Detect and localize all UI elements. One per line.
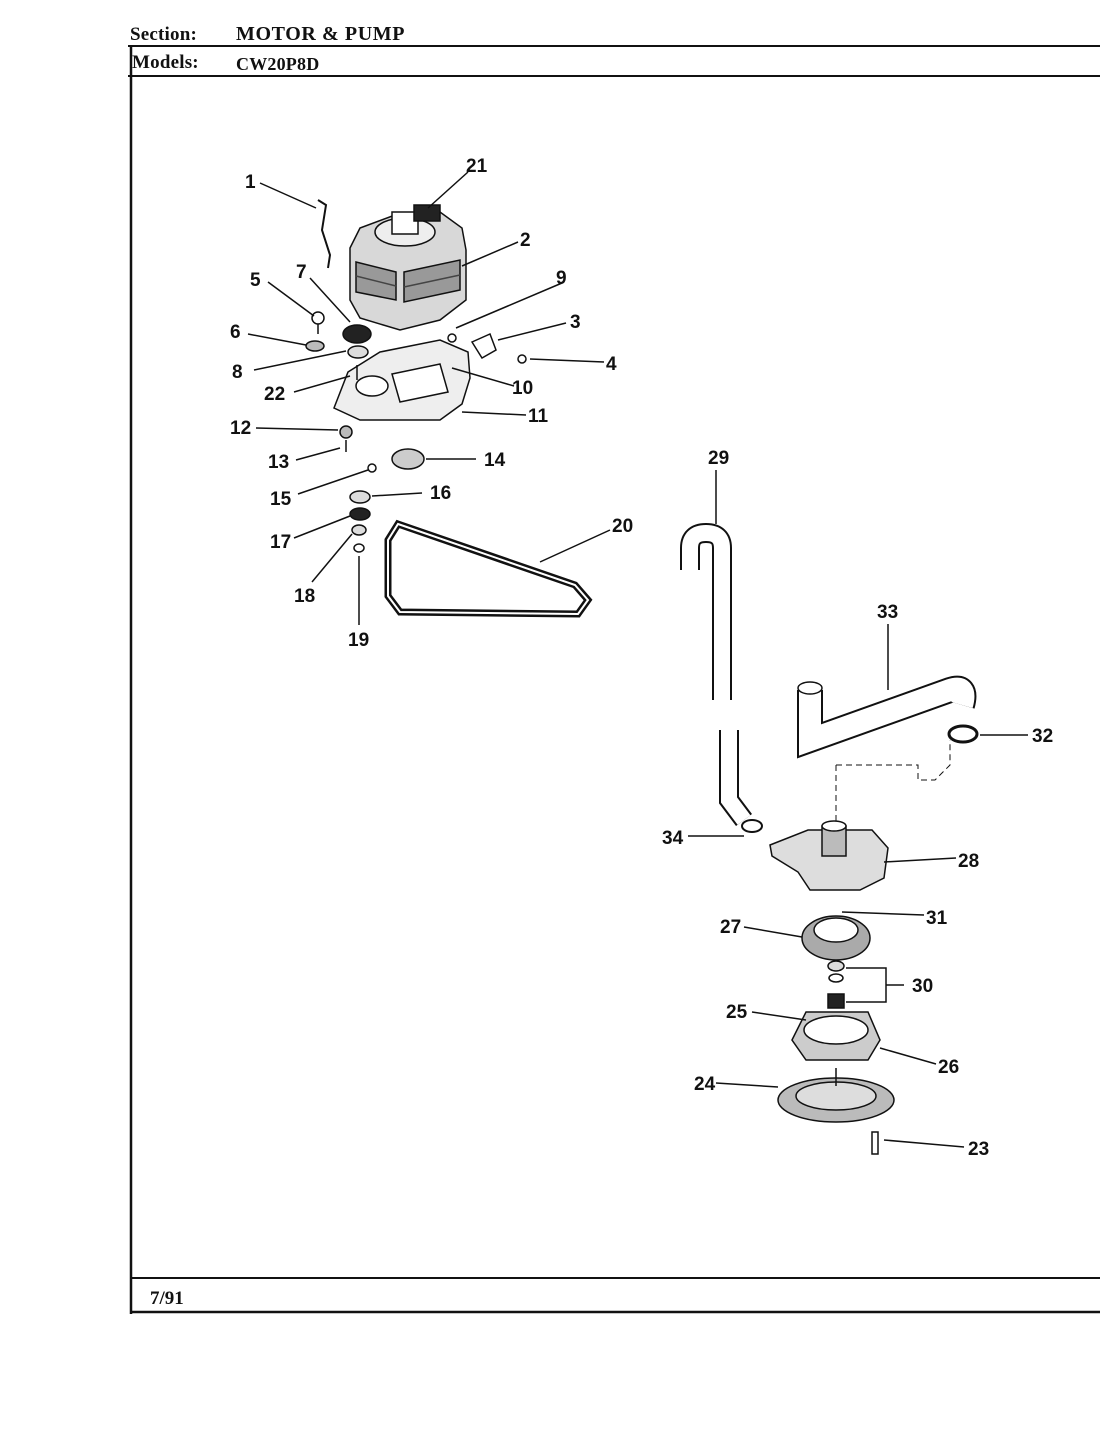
callout-24: 24 [694,1074,716,1095]
callout-20: 20 [612,516,633,537]
callout-32: 32 [1032,726,1053,747]
callout-5: 5 [250,270,261,291]
section-title: MOTOR & PUMP [236,23,406,45]
impeller-part [801,915,871,983]
callout-8: 8 [232,362,243,383]
drain-hose-part [680,522,763,833]
small-parts [305,311,527,553]
pump-base-part [777,993,895,1155]
callout-7: 7 [296,262,307,283]
callout-12: 12 [230,418,251,439]
callout-14: 14 [484,450,506,471]
callout-17: 17 [270,532,291,553]
wire-clip-part [317,199,332,269]
callout-21: 21 [466,156,488,177]
callout-6: 6 [230,322,241,343]
callout-30: 30 [912,976,933,997]
callout-3: 3 [570,312,581,333]
models-value: CW20P8D [236,54,320,74]
callout-33: 33 [877,602,898,623]
section-label: Section: [130,24,198,45]
drive-belt-part [384,519,593,618]
callout-34: 34 [662,828,684,849]
callout-31: 31 [926,908,948,929]
revision-date: 7/91 [150,1288,184,1309]
callout-11: 11 [528,406,549,427]
callout-19: 19 [348,630,369,651]
models-label: Models: [132,52,199,73]
callout-15: 15 [270,489,292,510]
callout-4: 4 [606,354,617,375]
callout-26: 26 [938,1057,959,1078]
callout-9: 9 [556,268,567,289]
callout-10: 10 [512,378,533,399]
callout-13: 13 [268,452,289,473]
leader-lines [247,171,1028,1148]
motor-part [349,204,467,331]
callout-25: 25 [726,1002,748,1023]
callout-23: 23 [968,1139,989,1160]
callout-18: 18 [294,586,315,607]
callout-29: 29 [708,448,729,469]
pump-housing-part [769,820,889,891]
callout-2: 2 [520,230,531,251]
motor-bracket-part [333,339,471,421]
callout-1: 1 [245,172,256,193]
callout-22: 22 [264,384,285,405]
pump-outlet-hose-part [797,675,979,840]
callout-numbers: 1 2 3 4 5 6 7 8 9 10 11 12 13 14 15 16 1… [230,156,1053,1160]
callout-27: 27 [720,917,741,938]
callout-16: 16 [430,483,451,504]
callout-28: 28 [958,851,979,872]
page-frame [128,45,1100,1314]
